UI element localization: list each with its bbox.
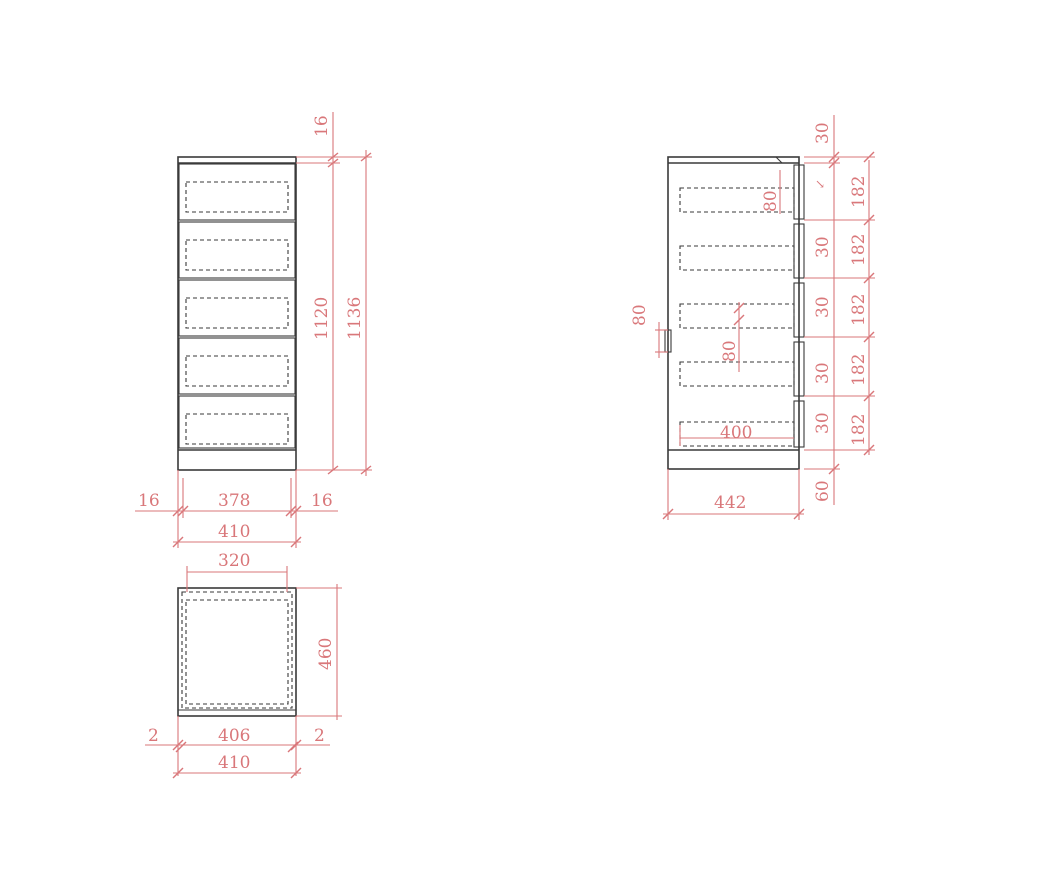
side-carcass-outline [667, 156, 800, 470]
side-dim-400: 400 [720, 423, 752, 443]
front-drawer-4-hidden [185, 355, 289, 387]
tick [863, 214, 875, 226]
side-dim-gap-30-2: 30 [813, 296, 833, 318]
front-dim-height-1120: 1120 [312, 297, 332, 340]
side-dim-handle-80: 80 [720, 340, 740, 362]
tick [863, 444, 875, 456]
side-drawer-box-1 [679, 187, 795, 213]
front-drawer-4 [178, 337, 296, 395]
tick [172, 505, 184, 517]
front-dim-inner-378: 378 [218, 491, 250, 511]
tick [327, 152, 339, 162]
side-dim-plinth-60: 60 [813, 480, 833, 502]
side-dim-drawer-80: 80 [761, 190, 781, 212]
tick [327, 158, 339, 168]
front-dim-right-16: 16 [311, 491, 333, 511]
side-drawer-front-1 [793, 164, 805, 220]
tick [175, 741, 187, 753]
tick [863, 272, 875, 284]
side-dim-drawer-182-3: 182 [849, 294, 869, 326]
side-dim-gap-30-4: 30 [813, 412, 833, 434]
side-top-chamfer [775, 156, 783, 164]
side-drawer-box-2 [679, 245, 795, 271]
top-dim-left-2: 2 [148, 726, 159, 746]
front-dim-top-16: 16 [312, 115, 332, 137]
front-drawer-3 [178, 279, 296, 337]
tick [863, 151, 875, 163]
tick [285, 505, 297, 517]
front-drawer-2 [178, 221, 296, 279]
top-carcass-outline [177, 587, 297, 717]
tick [290, 505, 302, 517]
front-drawers [178, 163, 296, 449]
front-drawer-3-hidden [185, 297, 289, 329]
top-dim-right-2: 2 [314, 726, 325, 746]
tick [828, 463, 840, 475]
tick [360, 152, 372, 162]
side-dim-442: 442 [714, 493, 746, 513]
tick [172, 536, 184, 548]
front-drawer-1 [178, 163, 296, 221]
tick [287, 741, 299, 753]
tick [733, 314, 745, 326]
side-dim-drawer-182-2: 182 [849, 234, 869, 266]
side-view: 80 80 80 ↘ 400 442 [630, 115, 875, 520]
tick [290, 536, 302, 548]
side-drawer-box-3 [679, 303, 795, 329]
top-inner-hidden-1 [181, 591, 293, 709]
front-view: 16 1120 1136 16 378 16 410 [135, 112, 372, 548]
tick [793, 508, 805, 520]
front-dim-left-16: 16 [138, 491, 160, 511]
top-dim-depth-460: 460 [316, 638, 336, 670]
side-dim-gap-30-3: 30 [813, 362, 833, 384]
tick [290, 739, 302, 751]
side-drawer-box-4 [679, 361, 795, 387]
tick [863, 331, 875, 343]
side-dim-gap-30-1: 30 [813, 236, 833, 258]
side-dim-drawer-182-4: 182 [849, 354, 869, 386]
tick [828, 151, 840, 163]
front-dim-width-410: 410 [218, 522, 250, 542]
front-drawer-5-hidden [185, 413, 289, 445]
tick [733, 302, 745, 314]
front-drawer-2-hidden [185, 239, 289, 271]
side-drawer-box-5 [679, 421, 795, 447]
tick [828, 157, 840, 169]
tick [290, 767, 302, 779]
tick [863, 390, 875, 402]
tick [177, 505, 189, 517]
front-carcass-outline [177, 156, 297, 471]
top-dim-width-410: 410 [218, 753, 250, 773]
side-drawer-boxes [679, 187, 795, 447]
side-dim-drawer-182-5: 182 [849, 414, 869, 446]
side-dim-back-80: 80 [630, 304, 650, 326]
side-small-arrow-mark: ↘ [815, 177, 825, 191]
top-inner-hidden-2 [185, 599, 289, 705]
tick [172, 767, 184, 779]
tick [360, 465, 372, 475]
front-dim-height-1136: 1136 [345, 297, 365, 340]
top-dim-320: 320 [218, 551, 250, 571]
side-dim-drawer-182-1: 182 [849, 176, 869, 208]
tick [662, 508, 674, 520]
side-dim-top-30: 30 [813, 122, 833, 144]
tick [172, 739, 184, 751]
tick [327, 465, 339, 475]
top-dim-inner-406: 406 [218, 726, 250, 746]
front-drawer-5 [178, 395, 296, 449]
top-view: 320 460 2 406 2 410 [145, 551, 342, 779]
front-drawer-1-hidden [185, 181, 289, 213]
